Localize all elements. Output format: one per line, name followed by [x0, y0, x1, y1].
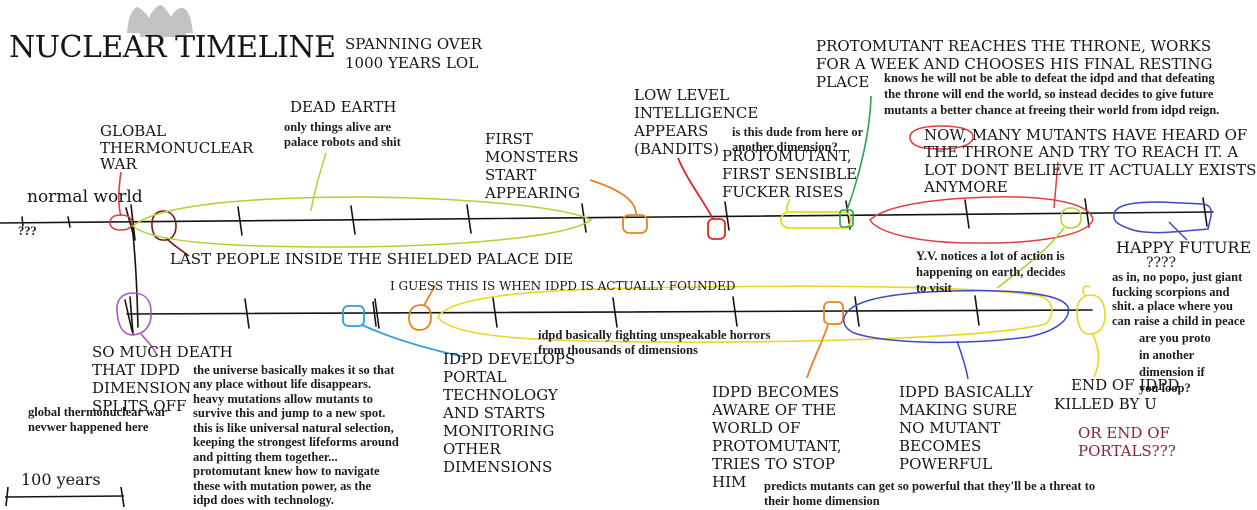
marker-splits-off	[116, 292, 158, 357]
marker-dead-earth	[131, 152, 593, 248]
note-proto-loop: are you proto in another dimension if yo…	[1139, 331, 1211, 396]
marker-idpd-aware	[806, 301, 844, 379]
label-or-end-portals: OR END OF PORTALS???	[1078, 424, 1176, 460]
label-happy-future-q: ????	[1146, 255, 1177, 271]
marker-proto-throne	[839, 95, 872, 228]
marker-last-people	[151, 210, 190, 257]
marker-yv-visit	[996, 207, 1082, 289]
marker-first-monsters	[589, 179, 648, 234]
marker-bandits	[677, 157, 726, 240]
marker-fighting-horrors	[437, 285, 1053, 343]
label-happy-future: HAPPY FUTURE	[1116, 238, 1252, 257]
note-happy-future: as in, no popo, just giant fucking scorp…	[1112, 270, 1245, 328]
note-predicts: predicts mutants can get so powerful tha…	[764, 479, 1096, 508]
label-end-idpd: END OF IDPD	[1071, 376, 1180, 394]
marker-idpd-founded	[408, 284, 436, 331]
timeline-idpd-ticks	[244, 295, 980, 329]
label-protomutant-rises: PROTOMUTANT, FIRST SENSIBLE FUCKER RISES	[722, 147, 858, 201]
note-fighting-horrors: idpd basically fighting unspeakable horr…	[538, 328, 771, 357]
scale-bar	[4, 486, 125, 508]
marker-end-idpd	[1076, 285, 1106, 378]
label-bandits: LOW LEVEL INTELLIGENCE APPEARS (BANDITS)	[634, 86, 759, 158]
label-dead-earth: DEAD EARTH	[290, 98, 397, 116]
label-splits-off: SO MUCH DEATH THAT IDPD DIMENSION SPLITS…	[92, 343, 233, 415]
label-last-people: LAST PEOPLE INSIDE THE SHIELDED PALACE D…	[170, 250, 574, 268]
timeline-origin-note: ???	[18, 224, 37, 238]
marker-portal-tech	[342, 305, 466, 358]
label-no-mutant-powerful: IDPD BASICALLY MAKING SURE NO MUTANT BEC…	[899, 383, 1034, 473]
note-proto-throne: knows he will not be able to defeat the …	[884, 71, 1220, 117]
marker-happy-future	[1113, 201, 1212, 241]
label-global-war: GLOBAL THERMONUCLEAR WAR	[100, 122, 254, 173]
now-word-circle	[909, 125, 974, 150]
timeline-idpd-axis	[124, 295, 1093, 335]
label-now-mutants: NOW, MANY MUTANTS HAVE HEARD OF THE THRO…	[924, 126, 1257, 196]
note-universe-rule: the universe basically makes it so that …	[193, 363, 399, 507]
label-idpd-aware: IDPD BECOMES AWARE OF THE WORLD OF PROTO…	[712, 383, 842, 491]
timeline-main-label: normal world	[27, 187, 143, 207]
note-war-never-happened: global thermonuclear war nevwer happened…	[28, 405, 167, 434]
label-idpd-founded: I GUESS THIS IS WHEN IDPD IS ACTUALLY FO…	[390, 279, 736, 293]
marker-global-war	[109, 171, 133, 231]
scale-label: 100 years	[21, 470, 101, 489]
note-dead-earth: only things alive are palace robots and …	[284, 120, 401, 149]
page-subtitle: SPANNING OVER 1000 YEARS LOL	[345, 35, 482, 72]
label-end-idpd-killed: KILLED BY U	[1054, 395, 1157, 413]
label-proto-throne: PROTOMUTANT REACHES THE THRONE, WORKS FO…	[816, 37, 1213, 91]
note-dimension-question: is this dude from here or another dimens…	[732, 125, 864, 154]
label-first-monsters: FIRST MONSTERS START APPEARING	[485, 130, 581, 202]
note-yv-visit: Y.V. notices a lot of action is happenin…	[916, 249, 1066, 295]
marker-now-mutants	[869, 125, 1094, 244]
label-portal-tech: IDPD DEVELOPS PORTAL TECHNOLOGY AND STAR…	[443, 350, 576, 476]
dimension-split-line	[131, 223, 139, 328]
marker-no-mutant-powerful	[843, 289, 1070, 380]
page-title: NUCLEAR TIMELINE	[9, 30, 336, 65]
marker-protomutant-rises	[780, 198, 852, 229]
crown-icon	[127, 5, 193, 37]
